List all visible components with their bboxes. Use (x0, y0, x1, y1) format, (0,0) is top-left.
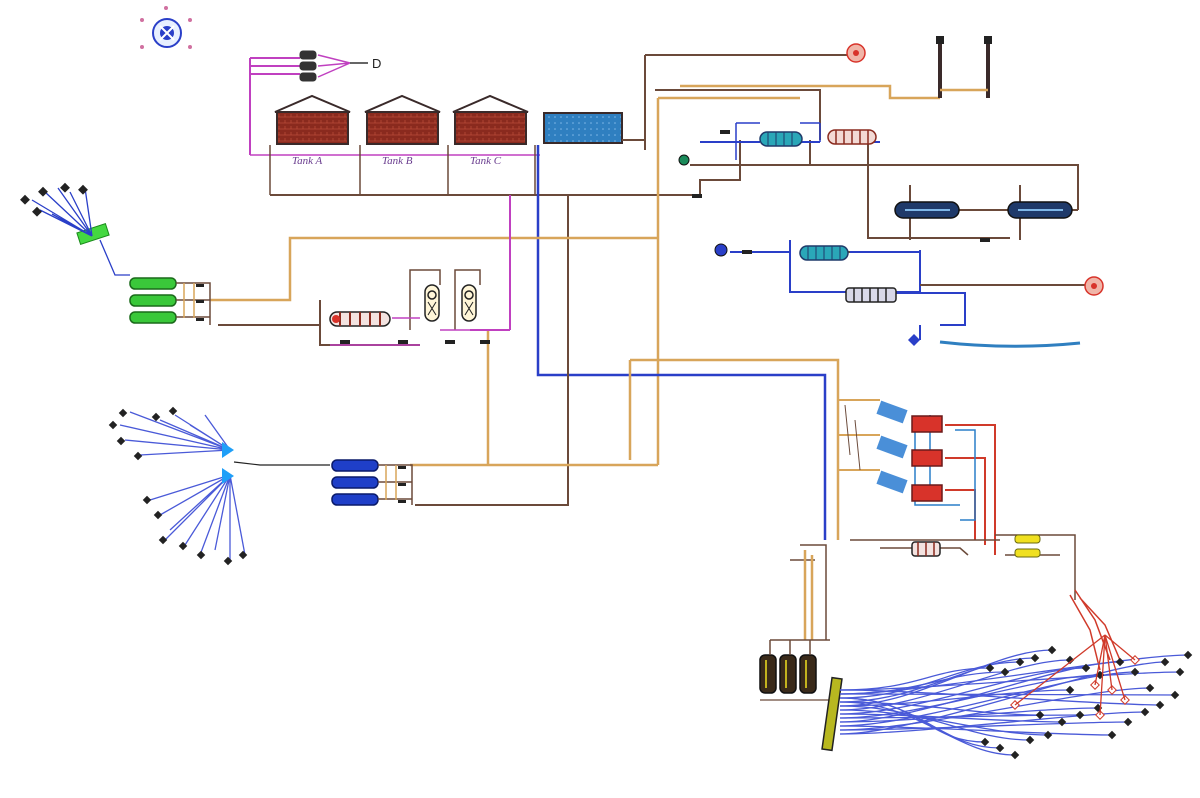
heat-exchanger-icon (799, 245, 849, 261)
trunk-lines (210, 145, 840, 540)
storage-tank-b (364, 94, 441, 145)
well-marker-icon (1065, 655, 1075, 665)
green-well-cluster (20, 182, 211, 325)
tank-label-a: Tank A (292, 155, 323, 167)
compass-rose-icon (140, 6, 192, 49)
storage-tank-c (452, 94, 529, 145)
valve-icon (908, 334, 920, 346)
battery-blue (331, 459, 379, 506)
well-marker-icon (1115, 657, 1125, 667)
separator-vessel-icon (1007, 201, 1073, 219)
well-marker-icon (1057, 717, 1067, 727)
heater-icon (876, 435, 943, 467)
blue-well-cluster (108, 406, 413, 566)
manifold-header-icon (821, 676, 843, 752)
well-marker-icon (1123, 717, 1133, 727)
manifold-header-icon (222, 442, 234, 484)
separator-vessel-icon (461, 284, 477, 322)
upper-right-piping (644, 40, 1085, 465)
well-marker-icon (1075, 710, 1085, 720)
well-marker-icon (1035, 710, 1045, 720)
well-marker-icon (1183, 650, 1193, 660)
heat-exchanger-icon (759, 131, 803, 147)
well-marker-icon (1107, 730, 1117, 740)
well-marker-icon (980, 737, 990, 747)
well-marker-icon (1015, 657, 1025, 667)
tank-label-c: Tank C (470, 155, 502, 167)
heater-icon (876, 470, 943, 502)
well-marker-icon (1000, 667, 1010, 677)
well-marker-icon (1047, 645, 1057, 655)
heat-exchanger-icon (329, 311, 391, 327)
target-icon (1084, 276, 1104, 296)
well-marker-icon (108, 406, 248, 566)
well-marker-icon (1065, 685, 1075, 695)
mixer-output-label: D (372, 56, 381, 71)
heat-exchanger-icon (845, 287, 897, 303)
basin-outlet (939, 340, 1081, 348)
well-marker-icon (985, 663, 995, 673)
well-marker-icon (1145, 683, 1155, 693)
big-well-cluster (821, 634, 1193, 760)
well-marker-icon (1043, 730, 1053, 740)
pump-icon (714, 243, 728, 257)
storage-tank-a (274, 94, 351, 145)
well-marker-icon (1030, 653, 1040, 663)
stack-icon (936, 36, 992, 44)
bottom-battery (759, 544, 830, 701)
heater-icon (876, 400, 943, 433)
well-marker-icon (1130, 667, 1140, 677)
well-marker-icon (1025, 735, 1035, 745)
heat-exchanger-icon (911, 541, 941, 557)
well-marker-icon (1170, 690, 1180, 700)
treatment-train (329, 269, 500, 346)
heat-exchanger-icon (827, 129, 877, 145)
well-marker-icon (1175, 667, 1185, 677)
mixer-icon (299, 50, 368, 82)
open-basin-icon (543, 112, 645, 144)
valve-icon (692, 130, 990, 254)
pump-icon (678, 154, 690, 166)
separator-vessel-icon (894, 201, 960, 219)
tank-label-b: Tank B (382, 155, 413, 167)
well-marker-icon (995, 743, 1005, 753)
mixer-unit: D (249, 50, 381, 155)
well-marker-icon (1155, 700, 1165, 710)
battery-green (129, 277, 177, 324)
well-marker-icon (1010, 750, 1020, 760)
target-icon (846, 43, 866, 63)
separator-vessel-icon (424, 284, 440, 322)
well-marker-icon (1081, 663, 1091, 673)
well-marker-icon (20, 182, 88, 217)
well-marker-icon (1160, 657, 1170, 667)
storage-tank-row: Tank A Tank B Tank C (250, 94, 700, 196)
manifold-header-icon (1014, 534, 1041, 558)
well-marker-icon (1140, 707, 1150, 717)
